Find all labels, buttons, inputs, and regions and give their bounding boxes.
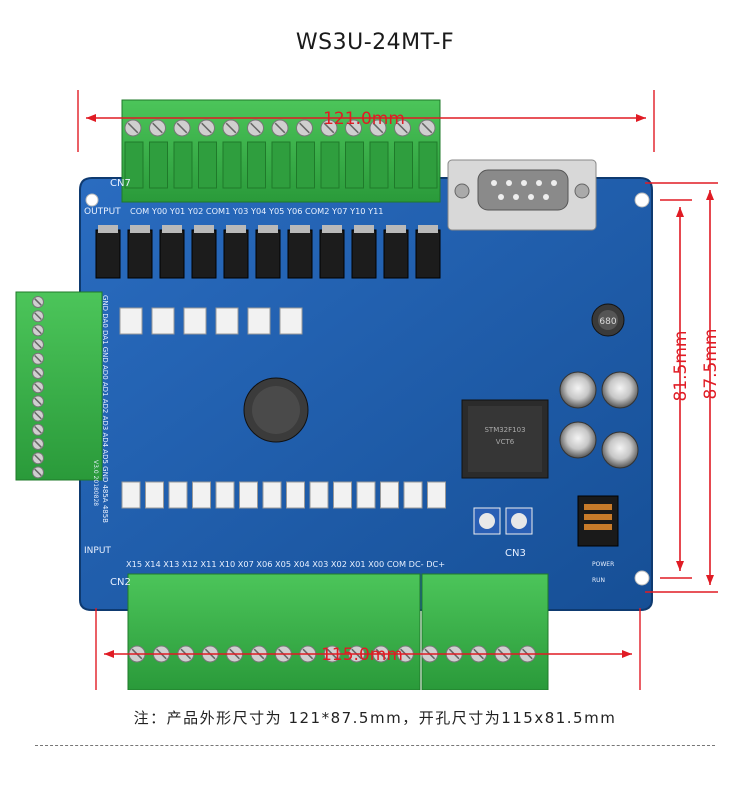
- plc-board-illustration: STM32F103 VCT6 680 CN7 CN2 CN3 OUTPU: [15, 90, 721, 692]
- optocoupler: [239, 481, 258, 509]
- wire-slot: [149, 141, 168, 189]
- wire-slot: [173, 141, 193, 189]
- wire-slot: [271, 141, 291, 189]
- wire-slot: [394, 141, 413, 189]
- optocoupler: [403, 481, 423, 509]
- transistor: [95, 229, 121, 279]
- battery-holder: [243, 377, 309, 443]
- left-terminal-block: [15, 291, 103, 481]
- optocoupler: [380, 481, 399, 509]
- power-inductor: 680: [591, 303, 625, 337]
- side-pin-labels: GND DA0 DA1 GND AD0 AD1 AD2 AD3 AD4 AD5 …: [101, 295, 109, 523]
- dimension-annotations: 121.0mm 115.0mm 87.5mm 81.5mm: [77, 90, 721, 692]
- wire-slot: [369, 141, 389, 189]
- optocoupler: [427, 481, 446, 509]
- height-holes-label: 81.5mm: [671, 331, 691, 402]
- optocoupler: [333, 481, 352, 509]
- board-photo: STM32F103 VCT6 680 CN7 CN2 CN3 OUTPU: [0, 80, 750, 692]
- input-pin-labels: X15 X14 X13 X12 X11 X10 X07 X06 X05 X04 …: [126, 559, 445, 569]
- svg-text:VCT6: VCT6: [496, 438, 515, 446]
- dimension-note: 注：产品外形尺寸为 121*87.5mm，开孔尺寸为115x81.5mm: [133, 709, 617, 727]
- electrolytic-capacitors: [559, 371, 639, 469]
- mounting-holes: [85, 192, 650, 586]
- optocoupler: [309, 481, 329, 509]
- transistor: [383, 229, 409, 279]
- silkscreen-labels: CN7 CN2 CN3 OUTPUT INPUT COM Y00 Y01 Y02…: [84, 178, 614, 588]
- width-outer-label: 121.0mm: [323, 109, 405, 129]
- wire-slot: [247, 141, 266, 189]
- width-holes-label: 115.0mm: [321, 645, 403, 665]
- wire-slot: [345, 141, 364, 189]
- optocoupler: [279, 307, 303, 335]
- transistor: [351, 229, 377, 279]
- top-wire-slots: [124, 141, 438, 189]
- wire-slot: [124, 141, 144, 189]
- transistor: [159, 229, 185, 279]
- transistor: [223, 229, 249, 279]
- wire-slot: [320, 141, 340, 189]
- transistor: [287, 229, 313, 279]
- bottom-terminal-block: [127, 573, 549, 691]
- optocoupler: [215, 307, 239, 335]
- wire-slot: [198, 141, 217, 189]
- optocoupler: [215, 481, 235, 509]
- optocoupler: [356, 481, 376, 509]
- product-title: WS3U-24MT-F: [295, 30, 455, 55]
- transistor: [255, 229, 281, 279]
- optocoupler: [168, 481, 188, 509]
- mcu-chip: STM32F103 VCT6: [461, 399, 549, 479]
- db9-connector: [447, 159, 597, 231]
- svg-text:STM32F103: STM32F103: [484, 426, 525, 434]
- top-screw-row: [124, 119, 436, 137]
- optocoupler: [145, 481, 164, 509]
- board-version: V3.0 20180828: [92, 460, 99, 506]
- optocoupler: [119, 307, 143, 335]
- optocoupler: [151, 307, 175, 335]
- optocoupler: [262, 481, 282, 509]
- transistor: [319, 229, 345, 279]
- optocoupler: [247, 307, 271, 335]
- inductor-marking: 680: [599, 317, 616, 327]
- divider: [35, 745, 715, 746]
- power-led-label: POWER: [592, 561, 614, 568]
- choke: [577, 495, 619, 547]
- bottom-connector-label: CN2: [110, 577, 131, 588]
- optocoupler: [286, 481, 305, 509]
- output-pin-labels: COM Y00 Y01 Y02 COM1 Y03 Y04 Y05 Y06 COM…: [130, 206, 384, 216]
- transistor: [191, 229, 217, 279]
- wire-slot: [418, 141, 438, 189]
- height-outer-label: 87.5mm: [701, 329, 721, 400]
- optocouplers: [119, 307, 446, 509]
- top-connector-label: CN7: [110, 178, 131, 189]
- output-label: OUTPUT: [84, 207, 121, 217]
- wire-slot: [296, 141, 315, 189]
- top-terminal-block: [121, 99, 441, 203]
- optocoupler: [183, 307, 207, 335]
- left-screw-row: [32, 296, 44, 479]
- optocoupler: [192, 481, 211, 509]
- input-label: INPUT: [84, 546, 111, 556]
- transistor: [127, 229, 153, 279]
- run-led-label: RUN: [592, 577, 605, 584]
- potentiometers: [473, 507, 533, 535]
- wire-slot: [222, 141, 242, 189]
- right-connector-label: CN3: [505, 548, 526, 559]
- output-transistors: [95, 225, 441, 279]
- transistor: [415, 229, 441, 279]
- optocoupler: [121, 481, 141, 509]
